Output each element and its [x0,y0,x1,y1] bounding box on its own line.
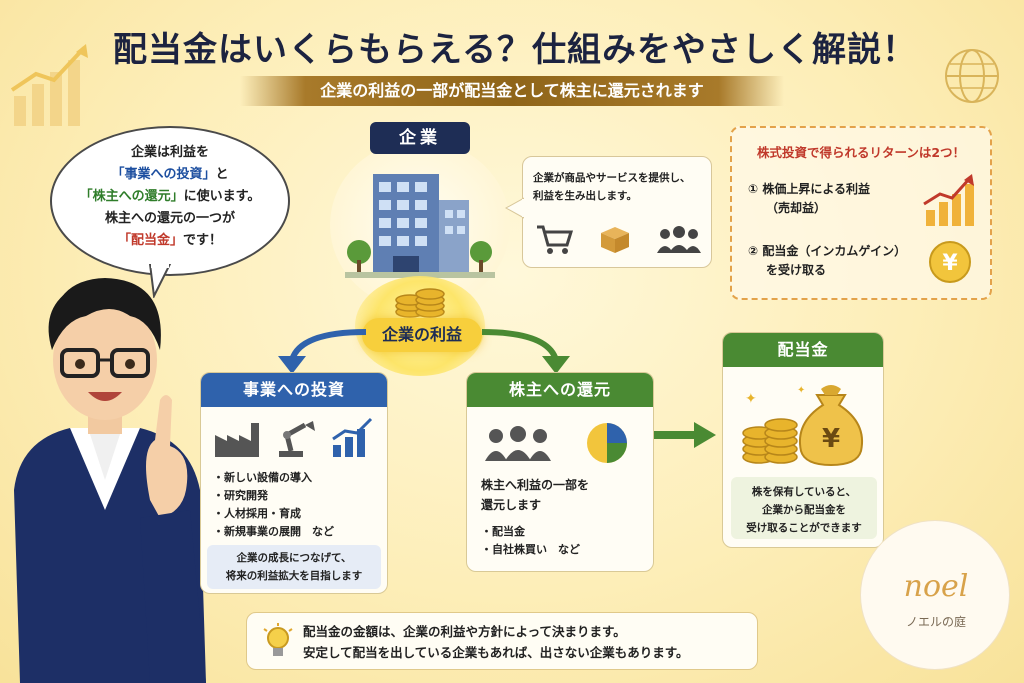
bottom-text: 配当金の金額は、企業の利益や方針によって決まります。 安定して配当を出している企… [303,621,689,663]
share-desc: 株主へ利益の一部を 還元します [481,475,589,515]
returns-title: 株式投資で得られるリターンは2つ！ [756,145,966,160]
people-group-icon [657,226,701,253]
list-item: ・研究開発 [213,489,268,502]
shareholder-return-panel: 株主への還元 株主へ利益の一部を 還元します ・配当金 ・自社株買い など [466,372,654,572]
svg-text:✦: ✦ [797,385,805,396]
dividend-heading: 配当金 [723,333,883,367]
return-text: を受け取る [766,263,827,277]
coin-stack-icon [395,288,445,318]
bubble-line: 企業は利益を [130,145,209,160]
return-text: 配当金（インカムゲイン） [762,244,907,258]
return-text: （売却益） [766,201,827,215]
arrow-to-shareholders [481,329,570,374]
returns-box: 株式投資で得られるリターンは2つ！ ① 株価上昇による利益 （売却益） ② 配当… [730,126,992,300]
invest-heading: 事業への投資 [201,373,387,407]
bottom-line: 配当金の金額は、企業の利益や方針によって決まります。 [303,624,626,639]
share-list: ・配当金 ・自社株買い など [481,523,580,559]
list-item: ・人材採用・育成 [213,507,301,520]
brand-subtitle: ノエルの庭 [905,615,966,629]
brand-logo-text: noel [903,569,969,604]
return-number: ① [748,182,759,196]
return-item-dividend: ② 配当金（インカムゲイン） を受け取る [748,242,906,280]
note-line: 株を保有していると、 [751,486,857,498]
note-line: 企業の成長につなげて、 [236,552,352,564]
page-title: 配当金はいくらもらえる？仕組みをやさしく解説！ [113,30,917,70]
company-desc-line: 利益を生み出します。 [533,190,637,202]
business-investment-panel: 事業への投資 ・新しい設備の導入 ・研究開発 ・人材採用・育成 ・新規事業の展開… [200,372,388,594]
factory-icon [215,423,259,457]
company-profit-label: 企業の利益 [362,318,482,352]
arrow-to-invest [278,329,367,374]
lightbulb-icon [263,623,293,656]
note-line: 受け取ることができます [746,522,862,534]
bubble-line: 「株主への還元」に使います。 [52,186,288,208]
share-desc-line: 株主へ利益の一部を [481,478,590,492]
bottom-note: 配当金の金額は、企業の利益や方針によって決まります。 安定して配当を出している企… [246,612,758,670]
invest-list: ・新しい設備の導入 ・研究開発 ・人材採用・育成 ・新規事業の展開 など [213,469,334,541]
list-item: ・新規事業の展開 など [213,525,334,538]
bubble-highlight-dividend: 「配当金」 [117,233,183,248]
rising-bar-chart-icon [923,174,974,226]
shopping-cart-icon [537,225,574,254]
note-line: 企業から配当金を [762,504,846,516]
company-desc-line: 企業が商品やサービスを提供し、 [533,172,691,184]
growth-bars-icon [332,417,373,457]
globe-icon [945,49,999,103]
list-item: ・配当金 [481,525,525,538]
arrow-to-dividend [652,422,716,448]
presenter-character [14,278,206,683]
speech-bubble: 企業は利益を 「事業への投資」と 「株主への還元」に使います。 株主への還元の一… [50,126,290,276]
office-building-icon [345,174,495,278]
bubble-highlight-return: 「株主への還元」 [79,189,184,204]
company-label: 企業 [370,122,470,154]
bubble-highlight-invest: 「事業への投資」 [111,167,216,182]
yen-symbol: ¥ [942,251,958,276]
list-item: ・自社株買い など [481,543,580,556]
bag-yen-symbol: ¥ [822,424,840,454]
bubble-line: 「配当金」です！ [52,230,288,252]
robot-arm-icon [279,421,315,457]
bubble-line: 「事業への投資」と [52,164,288,186]
page-subtitle: 企業の利益の一部が配当金として株主に還元されます [240,76,784,106]
return-text: 株価上昇による利益 [762,182,871,196]
bubble-tail [148,264,172,298]
growth-chart-icon [10,44,88,126]
pie-chart-icon [587,423,627,463]
bubble-text: に使います。 [183,189,261,204]
desc-icons-row [535,223,703,255]
package-box-icon [601,227,629,253]
brand-stamp: noel ノエルの庭 [860,520,1010,670]
money-bag-coins-icon: ¥ ✦ ✦ [742,385,863,467]
bottom-line: 安定して配当を出している企業もあれば、出さない企業もあります。 [303,645,689,660]
dividend-panel: 配当金 ¥ ✦ ✦ 株を保有していると、 企業から配当金を 受け取ることができま… [722,332,884,548]
svg-text:✦: ✦ [745,391,757,407]
note-line: 将来の利益拡大を目指します [225,570,363,582]
shareholders-group-icon [485,426,551,461]
bubble-text: です！ [183,233,223,248]
list-item: ・新しい設備の導入 [213,471,312,484]
yen-coin-icon: ¥ [929,241,971,283]
invest-note: 企業の成長につなげて、 将来の利益拡大を目指します [207,545,381,589]
bubble-text: と [215,167,229,182]
bubble-line: 株主への還元の一つが [104,211,235,226]
return-item-capital-gain: ① 株価上昇による利益 （売却益） [748,180,870,218]
share-heading: 株主への還元 [467,373,653,407]
share-desc-line: 還元します [481,498,542,512]
dividend-note: 株を保有していると、 企業から配当金を 受け取ることができます [731,477,877,539]
return-number: ② [748,244,759,258]
desc-pointer [504,197,524,219]
company-description: 企業が商品やサービスを提供し、 利益を生み出します。 [522,156,712,268]
